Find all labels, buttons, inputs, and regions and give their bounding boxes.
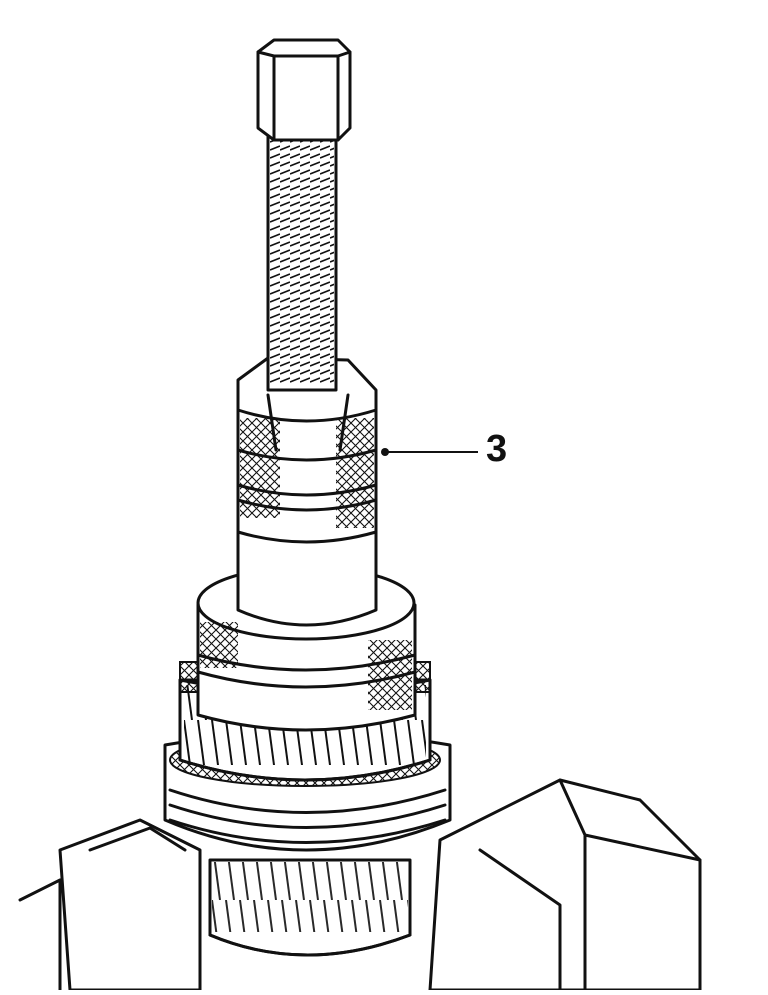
threaded-spindle	[266, 126, 338, 392]
vise-fixture	[18, 778, 702, 992]
shaft-gear	[208, 858, 412, 957]
puller-adapter-sleeve	[236, 356, 378, 627]
callout-leader-3	[381, 448, 478, 456]
callout-label-3: 3	[486, 428, 508, 470]
hex-bolt-head	[256, 38, 352, 142]
